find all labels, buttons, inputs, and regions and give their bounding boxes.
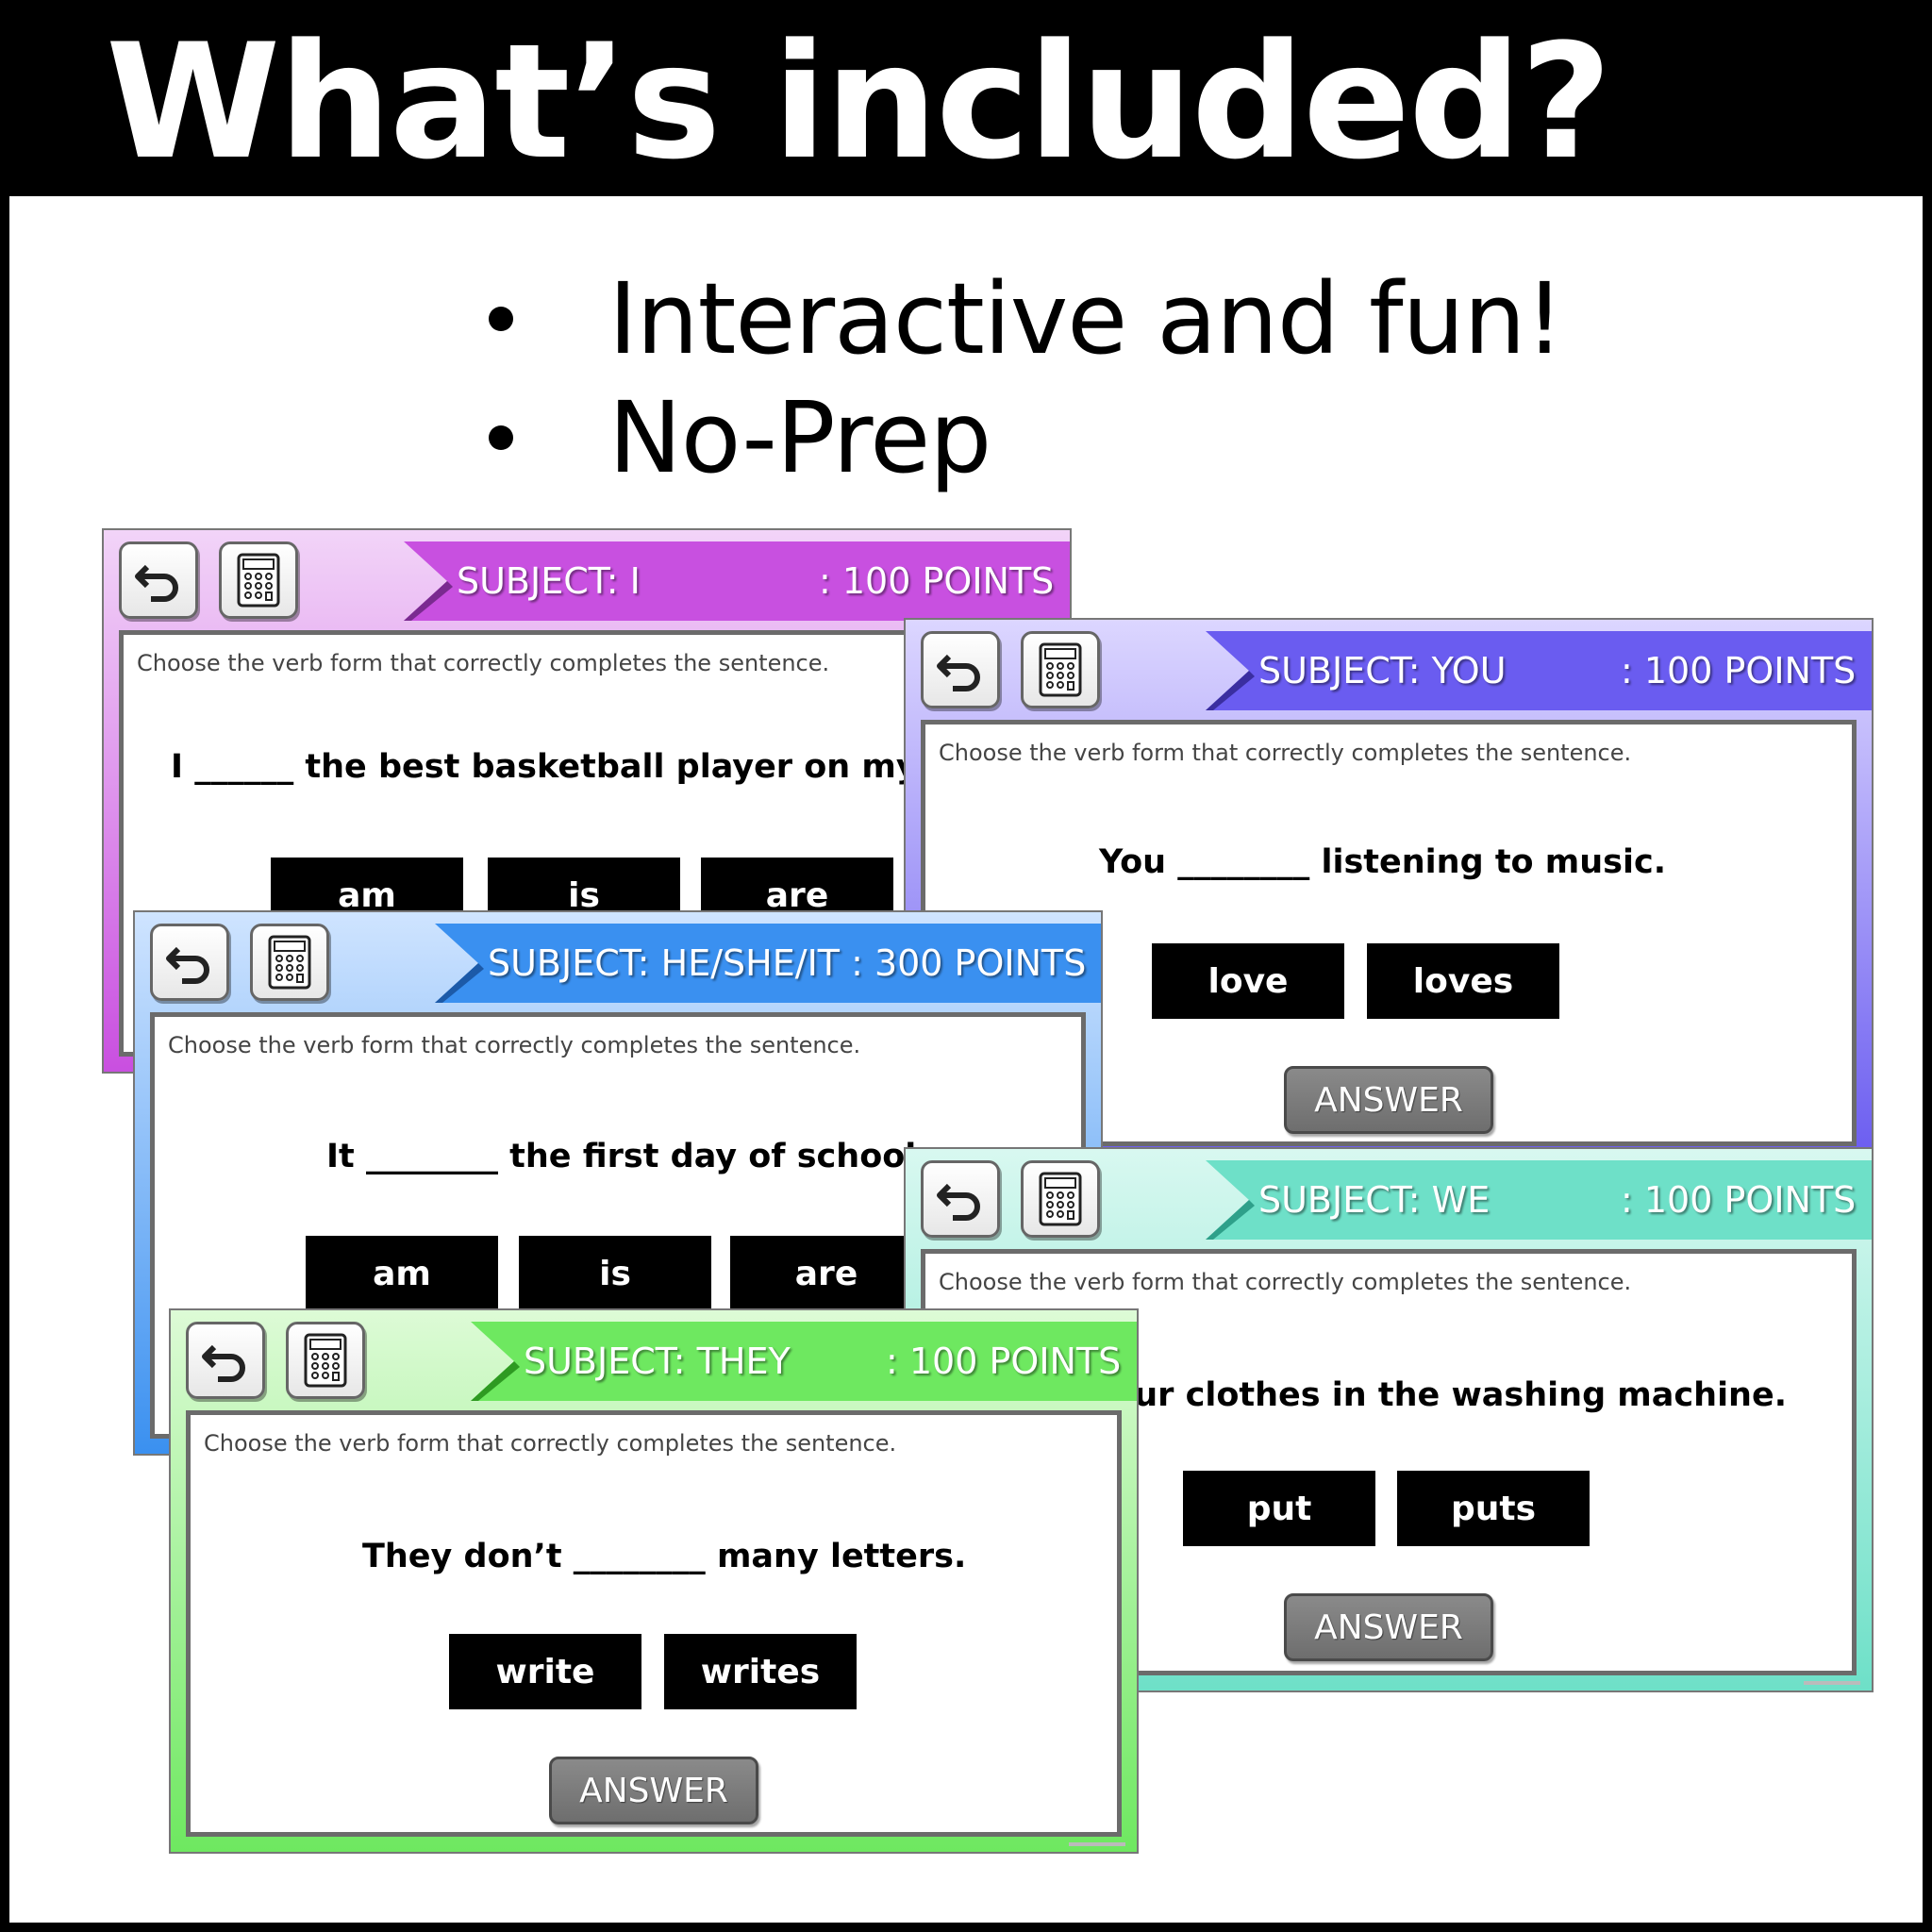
question-sentence: They don’t ________ many letters. xyxy=(362,1538,967,1575)
subject-banner: SUBJECT: WE : 100 POINTS xyxy=(1206,1160,1872,1240)
points-label: : 100 POINTS xyxy=(1621,650,1857,691)
subject-label: SUBJECT: HE/SHE/IT : 300 POINTS xyxy=(488,942,1087,984)
question-sentence: It ________ the first day of school xyxy=(326,1138,917,1175)
calculator-button[interactable] xyxy=(250,924,329,1001)
undo-arrow-icon xyxy=(166,946,209,984)
points-label: : 100 POINTS xyxy=(819,560,1055,602)
bullet-icon xyxy=(489,307,513,331)
choice-button[interactable]: loves xyxy=(1367,943,1559,1019)
calculator-icon xyxy=(237,553,280,608)
undo-arrow-icon xyxy=(202,1344,245,1382)
instruction-text: Choose the verb form that correctly comp… xyxy=(939,740,1632,766)
feature-text: Interactive and fun! xyxy=(608,261,1564,376)
back-button[interactable] xyxy=(921,631,1000,708)
choice-button[interactable]: put xyxy=(1183,1471,1375,1546)
points-label: : 100 POINTS xyxy=(1621,1179,1857,1221)
back-button[interactable] xyxy=(186,1322,265,1399)
calculator-button[interactable] xyxy=(286,1322,365,1399)
question-sentence: You ________ listening to music. xyxy=(1099,843,1667,881)
calculator-button[interactable] xyxy=(219,541,298,619)
header-band xyxy=(0,0,1932,196)
instruction-text: Choose the verb form that correctly comp… xyxy=(204,1430,897,1457)
page-title: What’s included? xyxy=(106,9,1612,194)
calculator-icon xyxy=(1039,642,1082,697)
subject-label: SUBJECT: WE xyxy=(1258,1179,1491,1221)
instruction-text: Choose the verb form that correctly comp… xyxy=(939,1269,1632,1295)
calculator-button[interactable] xyxy=(1021,1160,1100,1238)
undo-arrow-icon xyxy=(937,1183,980,1221)
answer-button[interactable]: ANSWER xyxy=(1284,1593,1493,1661)
choice-button[interactable]: am xyxy=(306,1236,498,1311)
subject-banner: SUBJECT: I : 100 POINTS xyxy=(404,541,1070,621)
question-sentence: __ our clothes in the washing machine. xyxy=(1067,1376,1788,1414)
credit-mark xyxy=(1804,1681,1860,1685)
choice-button[interactable]: writes xyxy=(664,1634,857,1709)
undo-arrow-icon xyxy=(135,564,178,602)
calculator-button[interactable] xyxy=(1021,631,1100,708)
slide-subject-they: SUBJECT: THEY : 100 POINTS Choose the ve… xyxy=(169,1308,1139,1854)
subject-label: SUBJECT: YOU xyxy=(1258,650,1507,691)
bullet-icon xyxy=(489,425,513,450)
choice-button[interactable]: love xyxy=(1152,943,1344,1019)
question-sentence: I ______ the best basketball player on m… xyxy=(171,748,945,786)
subject-label: SUBJECT: THEY xyxy=(524,1341,791,1382)
choice-button[interactable]: write xyxy=(449,1634,641,1709)
points-label: : 100 POINTS xyxy=(886,1341,1122,1382)
choice-button[interactable]: is xyxy=(519,1236,711,1311)
undo-arrow-icon xyxy=(937,654,980,691)
feature-text: No-Prep xyxy=(608,380,991,495)
subject-banner: SUBJECT: YOU : 100 POINTS xyxy=(1206,631,1872,710)
answer-button[interactable]: ANSWER xyxy=(1284,1066,1493,1134)
question-panel: Choose the verb form that correctly comp… xyxy=(186,1410,1122,1837)
subject-banner: SUBJECT: THEY : 100 POINTS xyxy=(471,1322,1137,1401)
calculator-icon xyxy=(268,935,311,990)
calculator-icon xyxy=(304,1333,347,1388)
calculator-icon xyxy=(1039,1172,1082,1226)
instruction-text: Choose the verb form that correctly comp… xyxy=(137,650,830,676)
instruction-text: Choose the verb form that correctly comp… xyxy=(168,1032,861,1058)
back-button[interactable] xyxy=(119,541,198,619)
choice-button[interactable]: puts xyxy=(1397,1471,1590,1546)
subject-banner: SUBJECT: HE/SHE/IT : 300 POINTS xyxy=(435,924,1101,1003)
answer-button[interactable]: ANSWER xyxy=(549,1757,758,1824)
back-button[interactable] xyxy=(921,1160,1000,1238)
credit-mark xyxy=(1069,1842,1125,1846)
back-button[interactable] xyxy=(150,924,229,1001)
choice-button[interactable]: are xyxy=(730,1236,923,1311)
subject-label: SUBJECT: I xyxy=(457,560,641,602)
